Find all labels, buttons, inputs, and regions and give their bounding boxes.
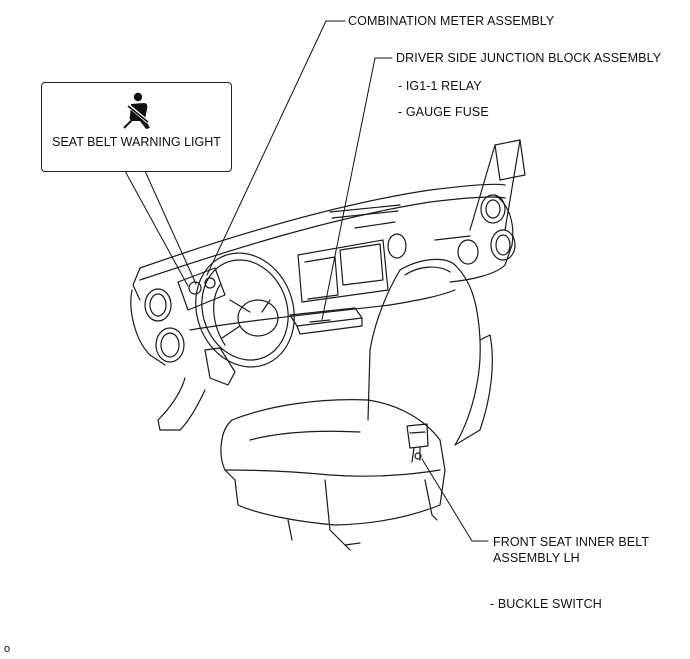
front-seat-belt-label-line2: ASSEMBLY LH xyxy=(493,551,580,565)
a-pillar xyxy=(469,139,526,231)
junction-block-label: DRIVER SIDE JUNCTION BLOCK ASSEMBLY xyxy=(396,51,662,65)
buckle-switch-label: - BUCKLE SWITCH xyxy=(490,597,602,611)
gauge-fuse-label: - GAUGE FUSE xyxy=(398,105,489,119)
seat-belt-buckle xyxy=(406,423,429,463)
leader-lines xyxy=(124,20,489,542)
seat-base xyxy=(287,479,438,551)
seat-cushion xyxy=(220,399,446,526)
right-vent-side xyxy=(387,233,479,265)
ig1-relay-label: - IG1-1 RELAY xyxy=(398,79,482,93)
right-vent-upper xyxy=(480,194,506,224)
left-vent-lower xyxy=(155,327,185,363)
left-vent-upper xyxy=(144,288,172,322)
corner-mark: o xyxy=(4,643,11,655)
seat-back xyxy=(367,258,493,446)
dashboard xyxy=(130,183,514,366)
seat-belt-warning-callout: SEAT BELT WARNING LIGHT xyxy=(41,82,232,172)
combination-meter-label: COMBINATION METER ASSEMBLY xyxy=(348,14,555,28)
front-seat-belt-label-line1: FRONT SEAT INNER BELT xyxy=(493,535,650,549)
steering-column xyxy=(157,347,236,431)
right-vent-lower xyxy=(490,229,516,261)
seat-belt-icon xyxy=(123,92,150,129)
seat-belt-warning-label: SEAT BELT WARNING LIGHT xyxy=(52,135,221,149)
steering-wheel xyxy=(195,252,295,368)
center-stack xyxy=(297,221,471,303)
